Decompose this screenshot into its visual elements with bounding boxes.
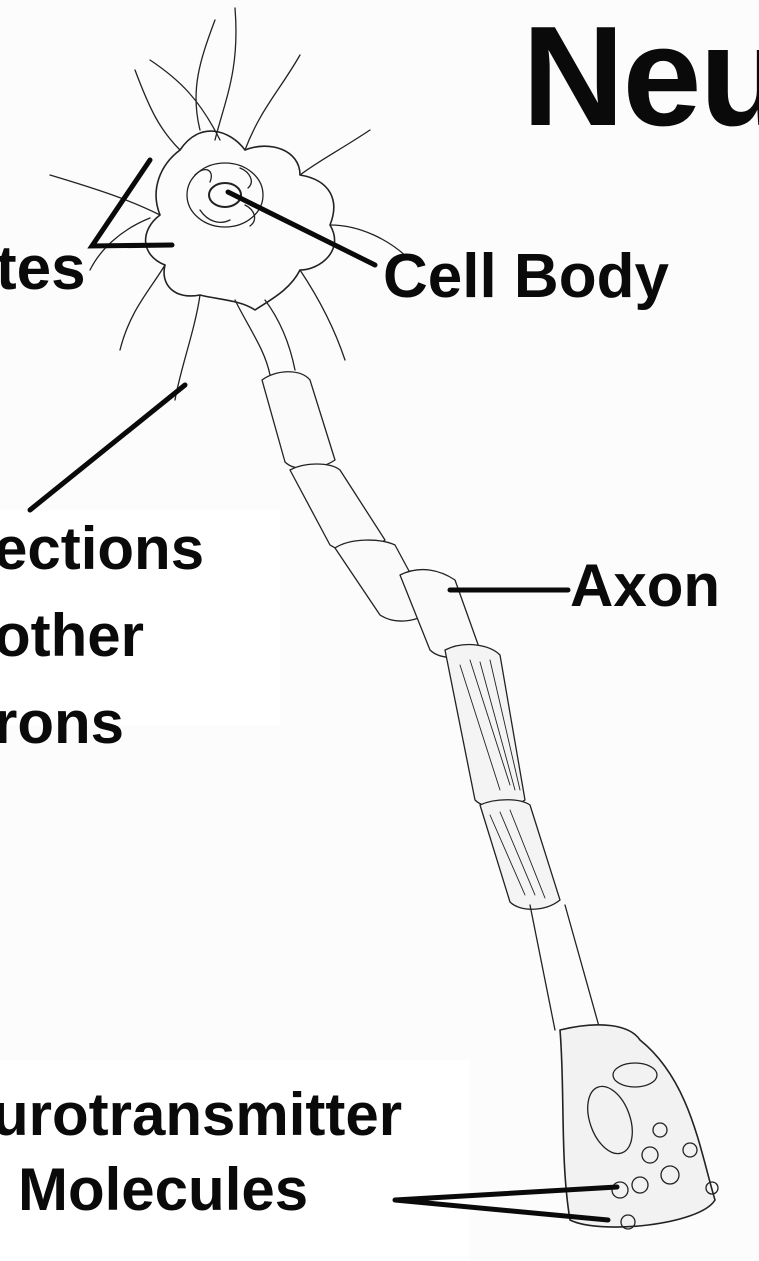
- dendrite: [215, 8, 236, 140]
- molecules-label: Molecules: [18, 1160, 308, 1220]
- leader-cell-body: [228, 192, 375, 265]
- axon-terminal: [560, 1025, 715, 1227]
- myelin-sheath: [262, 372, 335, 469]
- neurotransmitter-label: urotransmitter: [0, 1085, 402, 1145]
- dendrite: [245, 55, 300, 150]
- leader-connections: [30, 385, 185, 510]
- dendrite: [300, 270, 345, 360]
- dendrite: [135, 70, 180, 150]
- axon-hillock: [235, 300, 295, 375]
- dendrite: [120, 265, 165, 350]
- cell-body-outline: [146, 131, 335, 310]
- dendrite: [300, 130, 370, 175]
- title: Neu: [522, 6, 759, 148]
- dendrite: [150, 60, 220, 140]
- connections-line-2: other: [0, 592, 204, 679]
- connections-line-3: rons: [0, 679, 204, 766]
- connections-label: ections other rons: [0, 505, 204, 766]
- dendrites-label: tes: [0, 238, 86, 300]
- connections-line-1: ections: [0, 505, 204, 592]
- myelin-sheath: [480, 800, 560, 910]
- dendrite: [50, 175, 160, 215]
- dendrite: [175, 295, 200, 400]
- axon-label: Axon: [570, 556, 720, 616]
- axon-terminal-stalk: [530, 905, 600, 1030]
- myelin-sheath: [290, 464, 385, 551]
- cell-body-label: Cell Body: [383, 246, 669, 308]
